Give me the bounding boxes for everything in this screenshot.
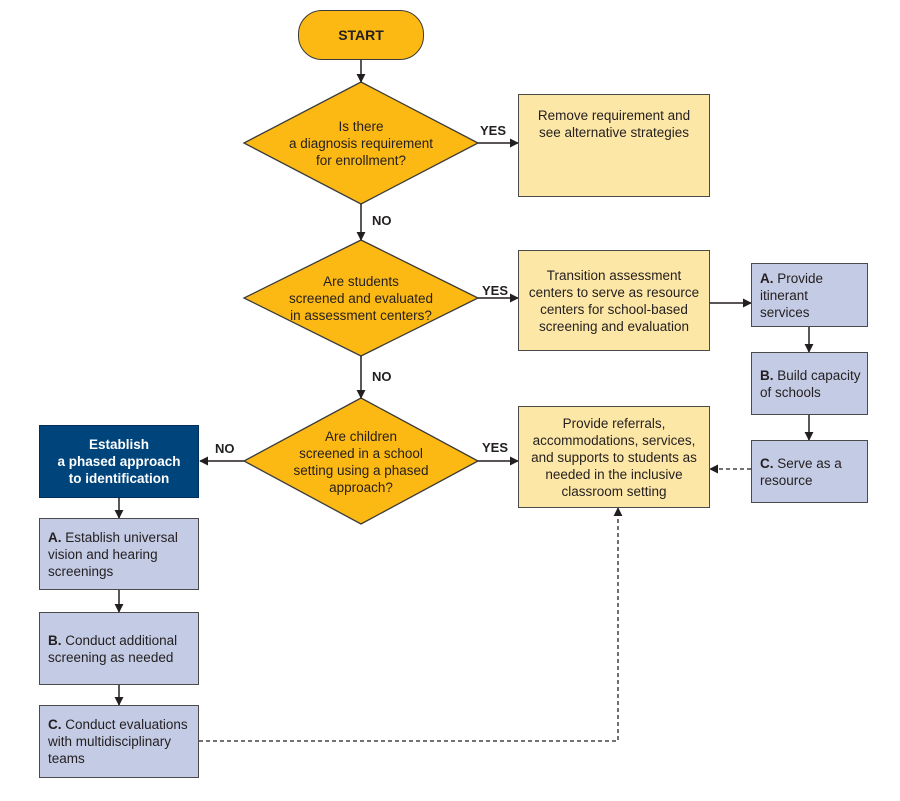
- decision-3-text-box: Are children screened in a school settin…: [264, 424, 458, 500]
- decision-2-text: Are students screened and evaluated in a…: [288, 273, 434, 323]
- transition-centers-box: Transition assessment centers to serve a…: [518, 250, 710, 351]
- phased-step-c-letter: C.: [48, 717, 62, 732]
- resource-step-a-text: Provide itinerant services: [760, 270, 824, 320]
- resource-step-c-letter: C.: [760, 455, 774, 471]
- provide-referrals-box: Provide referrals, accommodations, servi…: [518, 406, 710, 508]
- resource-step-c: C. Serve as a resource: [751, 440, 868, 503]
- decision-3-diamond: [242, 397, 480, 525]
- phased-approach-text: Establish a phased approach to identific…: [57, 437, 181, 486]
- start-terminal: START: [298, 10, 424, 60]
- resource-step-b-letter: B.: [760, 367, 774, 383]
- transition-centers-text: Transition assessment centers to serve a…: [528, 267, 700, 334]
- phased-step-a: A. Establish universal vision and hearin…: [39, 518, 199, 590]
- decision-3-yes-label: YES: [482, 440, 509, 455]
- resource-step-a-letter: A.: [760, 270, 774, 286]
- phased-step-c-text: Conduct evaluations with multidisciplina…: [48, 717, 188, 766]
- resource-step-a: A. Provide itinerant services: [751, 263, 868, 327]
- phased-step-a-letter: A.: [48, 529, 62, 545]
- provide-referrals-text: Provide referrals, accommodations, servi…: [531, 415, 697, 499]
- decision-2-no-label: NO: [372, 369, 392, 384]
- remove-requirement-text: Remove requirement and see alternative s…: [537, 107, 691, 140]
- resource-step-c-text: Serve as a resource: [760, 455, 842, 488]
- decision-1-yes-label: YES: [480, 123, 507, 138]
- phased-step-b-letter: B.: [48, 632, 62, 648]
- decision-1-text-box: Is there a diagnosis requirement for enr…: [264, 110, 458, 176]
- decision-2-yes-label: YES: [482, 283, 509, 298]
- remove-requirement-box: Remove requirement and see alternative s…: [518, 94, 710, 197]
- phased-approach-box: Establish a phased approach to identific…: [39, 425, 199, 498]
- decision-3-text: Are children screened in a school settin…: [293, 429, 429, 495]
- phased-step-b-text: Conduct additional screening as needed: [48, 632, 178, 665]
- start-label: START: [338, 26, 384, 43]
- decision-1-no-label: NO: [372, 213, 392, 228]
- dashed-arrow-evaluations-to-referrals: [199, 507, 623, 742]
- resource-step-b-text: Build capacity of schools: [760, 367, 861, 400]
- resource-step-b: B. Build capacity of schools: [751, 352, 868, 415]
- decision-1-text: Is there a diagnosis requirement for enr…: [288, 118, 434, 168]
- decision-2-text-box: Are students screened and evaluated in a…: [264, 266, 458, 330]
- phased-step-b: B. Conduct additional screening as neede…: [39, 612, 199, 685]
- phased-step-a-text: Establish universal vision and hearing s…: [48, 529, 178, 579]
- decision-3-no-label: NO: [215, 441, 235, 456]
- phased-step-c: C. Conduct evaluations with multidiscipl…: [39, 705, 199, 778]
